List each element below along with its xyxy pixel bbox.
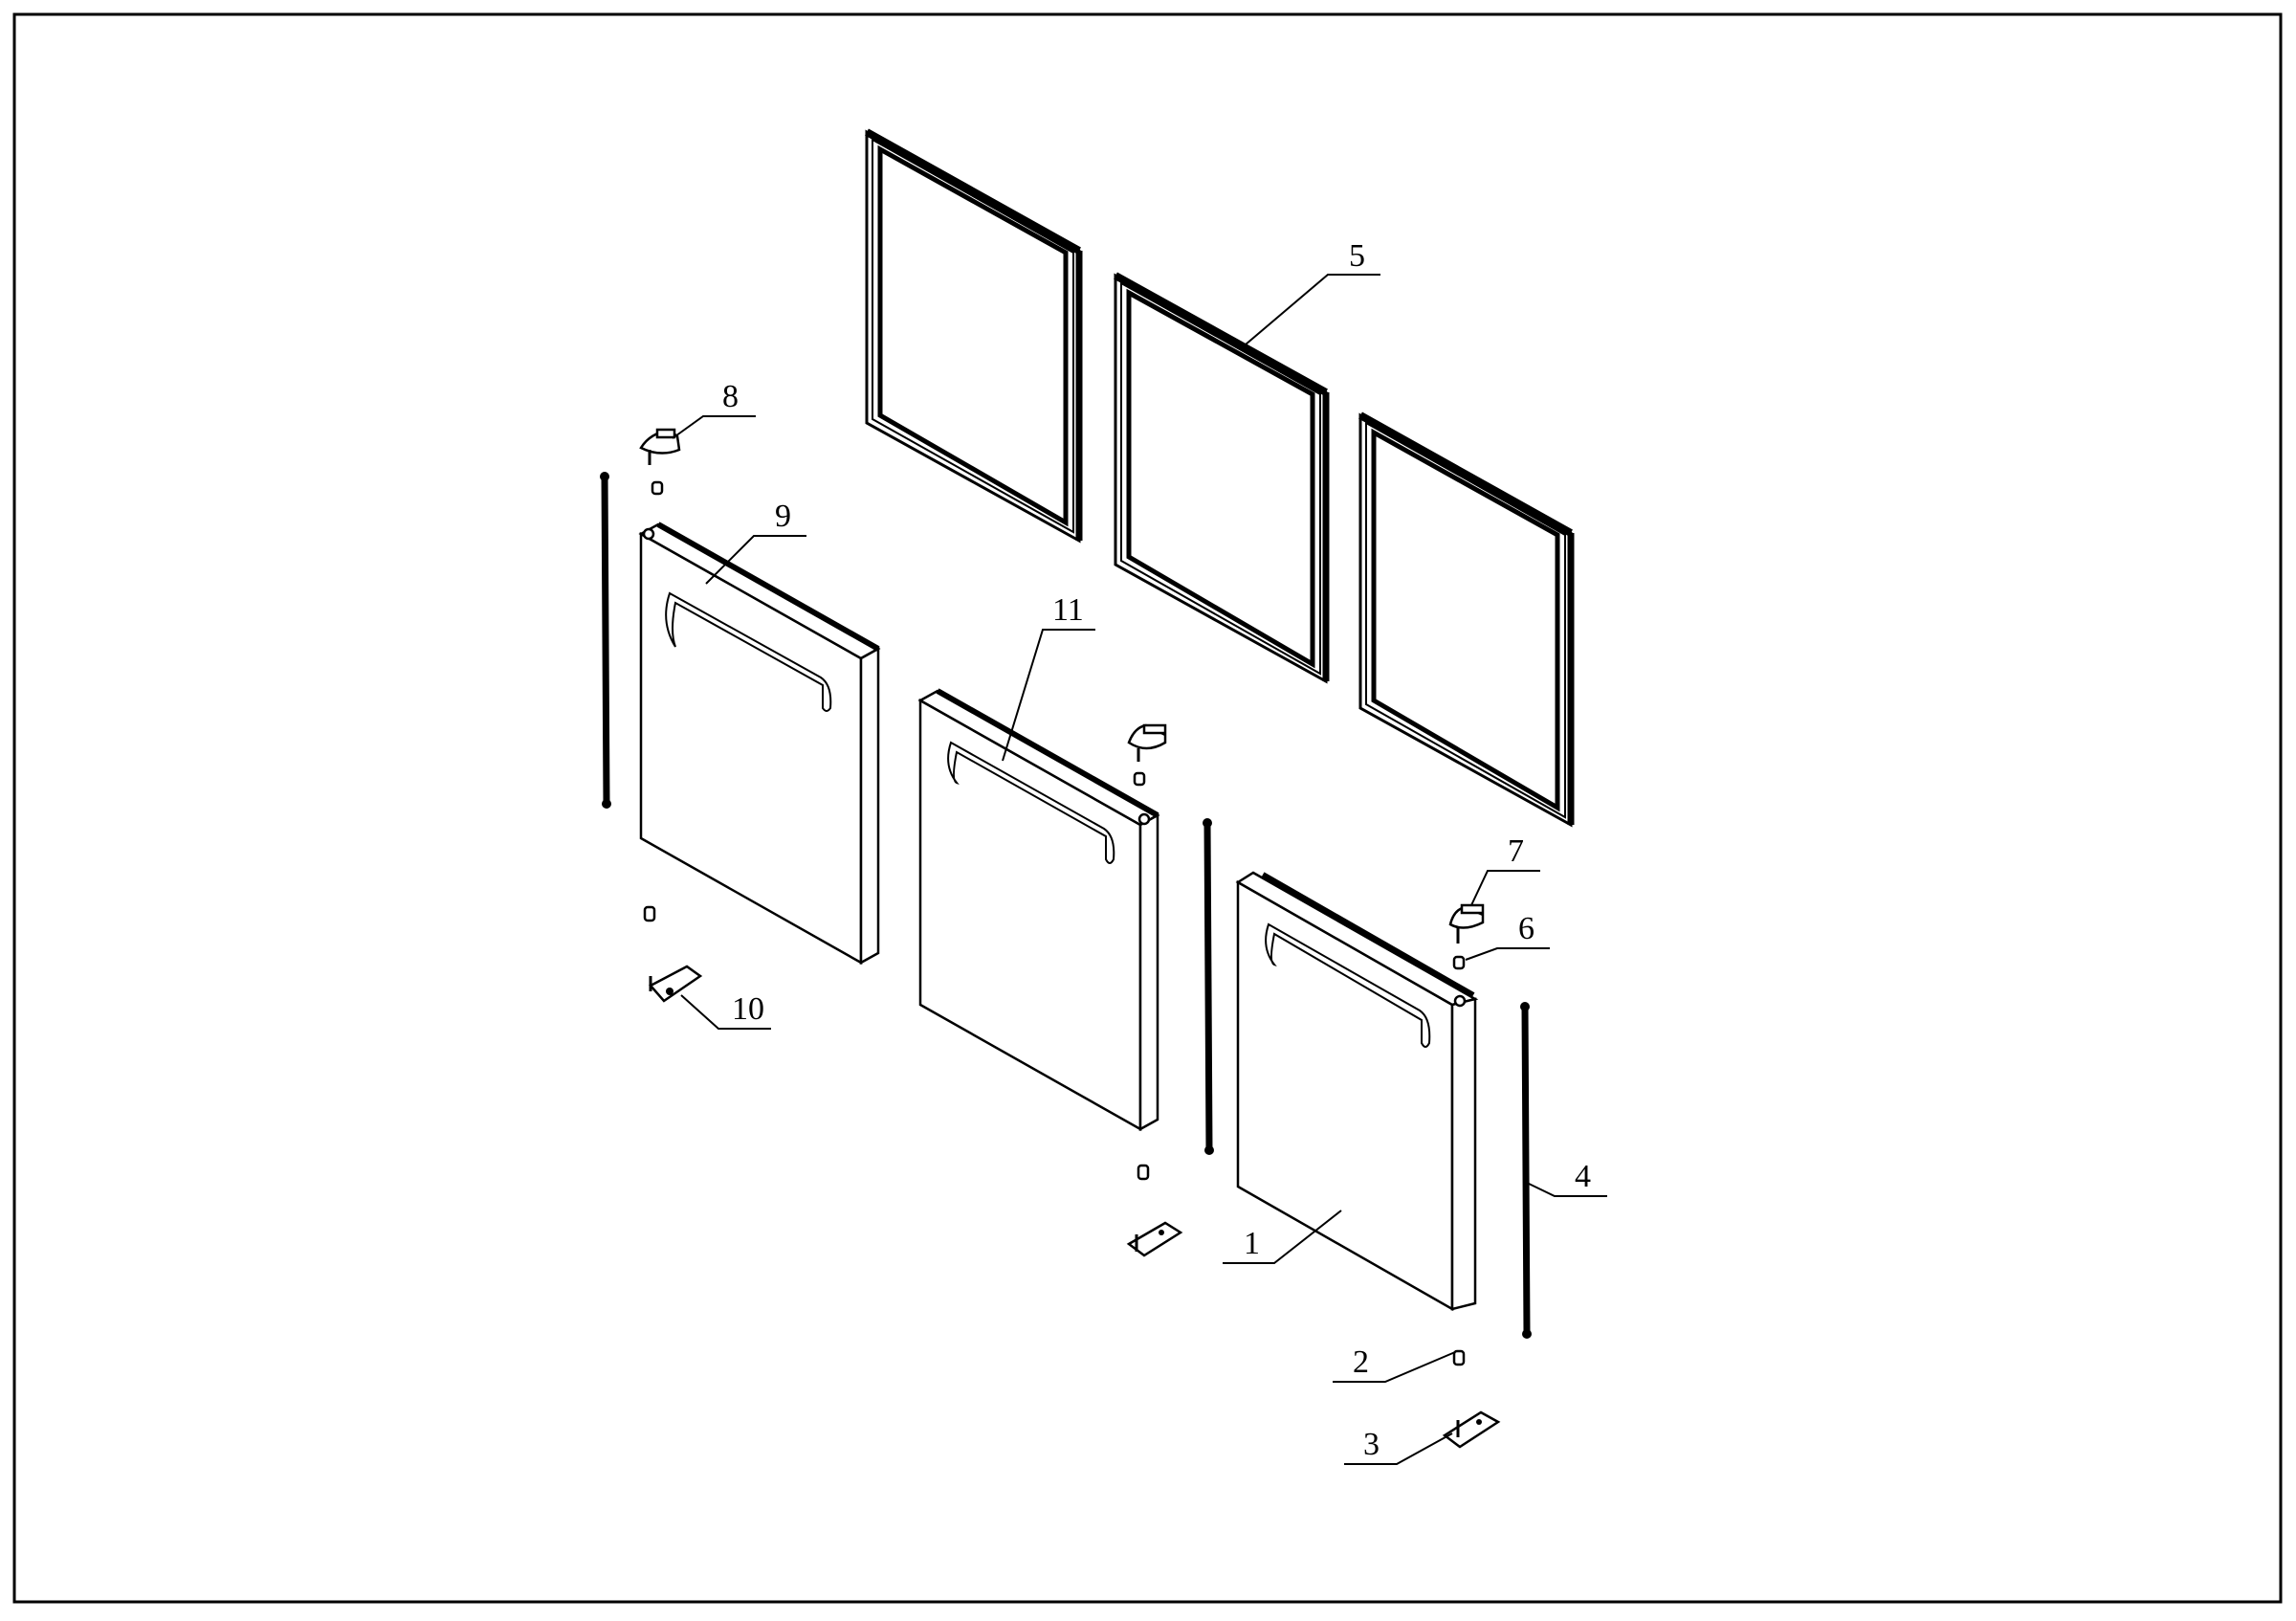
callout-1: 1 (1223, 1210, 1342, 1264)
rod-right (1520, 1002, 1532, 1339)
top-hinge-left (639, 428, 681, 465)
bushing-left-top (651, 480, 664, 496)
bushing-middle-top (1133, 771, 1146, 787)
rod-left (600, 472, 611, 809)
bushing-middle-bottom (1137, 1164, 1150, 1181)
gasket-3 (1358, 411, 1575, 828)
callout-label-7: 7 (1508, 833, 1524, 869)
callout-3: 3 (1344, 1427, 1453, 1465)
gasket-1 (865, 128, 1083, 544)
door-middle (917, 688, 1160, 1132)
bottom-hinge-middle (1126, 1221, 1183, 1257)
callout-8: 8 (672, 379, 756, 439)
callout-label-10: 10 (732, 991, 764, 1027)
callout-label-5: 5 (1349, 238, 1365, 274)
callout-2: 2 (1333, 1344, 1456, 1383)
callout-11: 11 (1002, 592, 1095, 762)
callout-10: 10 (680, 991, 771, 1030)
callout-label-8: 8 (722, 379, 739, 414)
callout-9: 9 (705, 499, 806, 585)
bushing-right-top (1452, 955, 1466, 970)
bottom-hinge-left (649, 965, 703, 1003)
bushing-left-bottom (643, 905, 656, 922)
callout-label-11: 11 (1052, 592, 1084, 628)
bottom-hinge-right (1442, 1410, 1501, 1449)
gasket-2 (1114, 272, 1330, 684)
callout-label-3: 3 (1363, 1427, 1380, 1462)
door-right (1235, 871, 1479, 1312)
door-left (638, 522, 881, 966)
rod-middle (1203, 818, 1214, 1155)
callout-label-4: 4 (1575, 1159, 1591, 1194)
top-hinge-right (1448, 903, 1485, 944)
callout-label-9: 9 (775, 499, 791, 534)
bushing-right-bottom (1452, 1349, 1466, 1366)
callout-4: 4 (1526, 1159, 1607, 1197)
callout-5: 5 (1245, 238, 1380, 345)
drawing-border (12, 12, 2283, 1604)
callout-label-1: 1 (1244, 1226, 1260, 1261)
callout-7: 7 (1470, 833, 1540, 906)
top-hinge-middle (1127, 723, 1167, 762)
callout-label-6: 6 (1518, 911, 1534, 946)
callout-label-2: 2 (1353, 1344, 1369, 1380)
callout-6: 6 (1465, 911, 1550, 961)
